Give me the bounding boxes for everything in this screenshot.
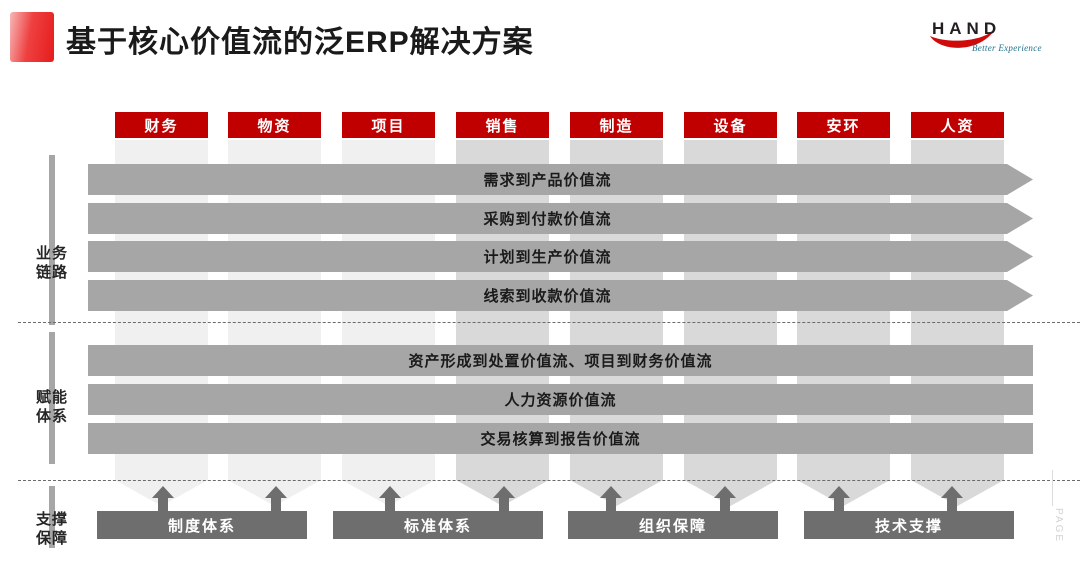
- page-title: 基于核心价值流的泛ERP解决方案: [66, 26, 534, 59]
- support-bar-label: 技术支撑: [874, 517, 943, 535]
- enablement-row-1[interactable]: 人力资源价值流: [88, 384, 1033, 415]
- row-label: 资产形成到处置价值流、项目到财务价值流: [408, 353, 713, 370]
- group-label-line: 支撑: [35, 511, 68, 528]
- row-label: 计划到生产价值流: [483, 249, 612, 266]
- column-header-label: 财务: [144, 117, 179, 135]
- page-label: PAGE: [1053, 508, 1064, 544]
- group-label-line: 体系: [35, 408, 68, 425]
- row-label: 人力资源价值流: [504, 392, 617, 409]
- row-bar: [88, 384, 1033, 415]
- support-bar-2[interactable]: 组织保障: [568, 511, 778, 539]
- support-up-arrow-icon-2: [379, 486, 401, 514]
- support-bar-label: 制度体系: [167, 517, 236, 535]
- business-chain-row-2[interactable]: 计划到生产价值流: [88, 241, 1033, 272]
- logo-swoosh-icon: [930, 28, 996, 48]
- enablement-row-2[interactable]: 交易核算到报告价值流: [88, 423, 1033, 454]
- column-header-6[interactable]: 安环: [797, 112, 890, 138]
- support-up-arrow-icon-6: [828, 486, 850, 514]
- page-rule: [1052, 470, 1053, 506]
- row-arrow-tip-icon: [1007, 280, 1033, 311]
- row-label: 需求到产品价值流: [483, 172, 612, 189]
- support-up-arrow-icon-7: [941, 486, 963, 514]
- group-label-enablement: 赋能体系: [26, 388, 78, 426]
- row-bar: [88, 345, 1033, 376]
- support-up-arrow-icon-5: [714, 486, 736, 514]
- logo-wordmark: HAND: [932, 19, 1002, 38]
- column-header-7[interactable]: 人资: [911, 112, 1004, 138]
- group-accent-bar-support: [49, 486, 55, 548]
- column-header-label: 制造: [599, 117, 634, 135]
- support-bar-3[interactable]: 技术支撑: [804, 511, 1014, 539]
- column-header-label: 安环: [826, 117, 861, 135]
- group-label-line: 链路: [35, 264, 68, 281]
- support-bar-label: 标准体系: [403, 517, 472, 535]
- column-header-4[interactable]: 制造: [570, 112, 663, 138]
- row-arrow-tip-icon: [1007, 203, 1033, 234]
- business-chain-row-0[interactable]: 需求到产品价值流: [88, 164, 1033, 195]
- group-accent-bar-business-chain: [49, 155, 55, 325]
- support-up-arrow-icon-4: [600, 486, 622, 514]
- column-header-1[interactable]: 物资: [228, 112, 321, 138]
- support-up-arrow-icon-1: [265, 486, 287, 514]
- row-arrow-tip-icon: [1007, 164, 1033, 195]
- column-header-label: 项目: [371, 117, 406, 135]
- section-divider-1: [18, 480, 1080, 481]
- column-header-label: 人资: [940, 117, 975, 135]
- business-chain-row-1[interactable]: 采购到付款价值流: [88, 203, 1033, 234]
- group-label-business-chain: 业务链路: [26, 244, 78, 282]
- group-label-line: 保障: [35, 530, 68, 547]
- column-header-label: 设备: [713, 117, 748, 135]
- group-label-line: 赋能: [35, 389, 68, 406]
- column-header-0[interactable]: 财务: [115, 112, 208, 138]
- support-up-arrow-icon-3: [493, 486, 515, 514]
- group-label-line: 业务: [35, 245, 68, 262]
- column-header-label: 物资: [257, 117, 292, 135]
- column-header-5[interactable]: 设备: [684, 112, 777, 138]
- brand-logo: HAND Better Experience: [926, 14, 1058, 58]
- column-header-label: 销售: [485, 117, 520, 135]
- row-arrow-tip-icon: [1007, 241, 1033, 272]
- row-bar: [88, 241, 1007, 272]
- support-bar-1[interactable]: 标准体系: [333, 511, 543, 539]
- row-bar: [88, 280, 1007, 311]
- row-bar: [88, 203, 1007, 234]
- enablement-row-0[interactable]: 资产形成到处置价值流、项目到财务价值流: [88, 345, 1033, 376]
- row-bar: [88, 164, 1007, 195]
- column-header-2[interactable]: 项目: [342, 112, 435, 138]
- group-label-support: 支撑保障: [26, 510, 78, 548]
- section-divider-0: [18, 322, 1080, 323]
- support-bar-label: 组织保障: [638, 517, 707, 535]
- column-header-3[interactable]: 销售: [456, 112, 549, 138]
- support-bar-0[interactable]: 制度体系: [97, 511, 307, 539]
- support-up-arrow-icon-0: [152, 486, 174, 514]
- row-label: 交易核算到报告价值流: [480, 431, 641, 448]
- row-label: 采购到付款价值流: [483, 211, 612, 228]
- title-accent-block: [10, 12, 54, 62]
- row-label: 线索到收款价值流: [483, 288, 612, 305]
- logo-tagline: Better Experience: [972, 43, 1042, 53]
- row-bar: [88, 423, 1033, 454]
- business-chain-row-3[interactable]: 线索到收款价值流: [88, 280, 1033, 311]
- group-accent-bar-enablement: [49, 332, 55, 464]
